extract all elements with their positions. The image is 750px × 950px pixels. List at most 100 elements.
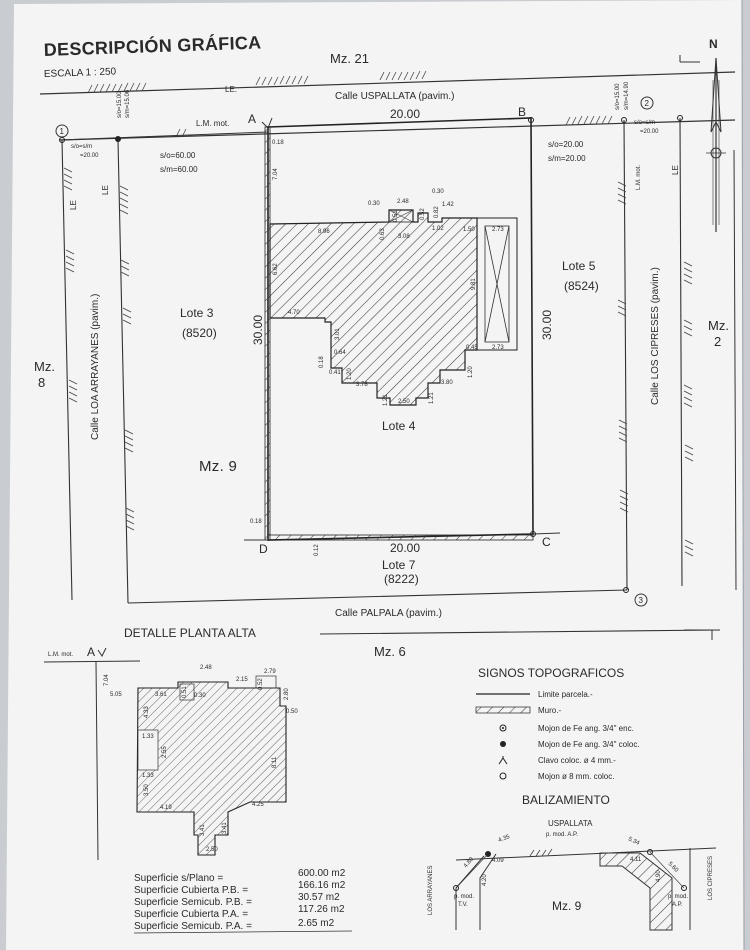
dim-063: 0.63 [380, 228, 386, 240]
surface-value-1: 166.16 m2 [298, 880, 346, 891]
le-right: LE [671, 165, 680, 175]
circled-number-2 [640, 96, 654, 110]
svg-text:0.30: 0.30 [194, 693, 206, 699]
tick-marks-right [617, 181, 694, 557]
paper [6, 0, 744, 950]
svg-text:1.33: 1.33 [142, 734, 154, 740]
dim-273a: 2.73 [492, 227, 504, 233]
dim-150: 1.50 [463, 227, 475, 233]
baliz-left-street: LOS ARRAYANES [428, 866, 434, 915]
vertex-c-label: C [542, 535, 551, 549]
edge-line-right [733, 149, 737, 591]
dim-030b: 0.30 [432, 189, 444, 195]
vertex-a-label: A [248, 112, 256, 126]
detail-upper-floor-footprint [136, 681, 287, 856]
lot7-name: Lote 7 [382, 558, 416, 572]
dim-121b: 1.21 [429, 392, 435, 404]
detail-lm-mot: L.M. mot. [48, 652, 73, 658]
entry-porch [388, 209, 414, 223]
lot7-id: (8222) [384, 572, 419, 586]
dim-bottom: 20.00 [390, 541, 420, 555]
dim-380: 3.80 [441, 380, 453, 386]
surface-value-0: 600.00 m2 [298, 868, 346, 879]
baliz-mz: Mz. 9 [552, 899, 582, 913]
baliz-pmod-ap-a: p. mod. [668, 894, 688, 900]
dim-378: 3.78 [356, 382, 368, 388]
svg-text:2.15: 2.15 [236, 677, 248, 683]
dim-045: 0.45 [466, 345, 478, 351]
svg-text:4.19: 4.19 [160, 805, 172, 811]
block-mz8-a: Mz. [34, 359, 55, 374]
legend-mojon-enc-icon [499, 724, 507, 732]
svg-text:0.50: 0.50 [286, 709, 298, 715]
baliz-street-top: USPALLATA [548, 819, 593, 828]
survey-marker-b [528, 117, 534, 123]
dim-981: 9.81 [471, 278, 477, 290]
balizamiento: BALIZAMIENTO USPALLATA p. mod. A.P. LOS … [428, 793, 717, 931]
street-los-cipreses: Calle LOS CIPRESES (pavim.) [650, 267, 661, 405]
surface-label-0: Superficie s/Plano = [134, 873, 223, 884]
legend-item-4: Clavo coloc. ø 4 mm.- [538, 756, 616, 765]
annot-left-sosm: s/o=s/m [71, 144, 92, 150]
legend-mojon-8mm-icon [499, 772, 507, 780]
svg-text:3.61: 3.61 [155, 692, 167, 698]
street-line-left-outer [61, 139, 73, 601]
annot-b-so: s/o=20.00 [548, 140, 584, 149]
lot4-name: Lote 4 [382, 419, 416, 433]
north-arrow-icon: N [679, 37, 726, 232]
dim-top: 20.00 [390, 107, 420, 121]
svg-text:5.34: 5.34 [627, 836, 641, 847]
dim-121a: 1.21 [383, 394, 389, 406]
surface-label-3: Superficie Cubierta P.A. = [134, 909, 248, 920]
annot-right-sosm: s/o=s/m [634, 120, 655, 126]
baliz-pmod-ap-top: p. mod. A.P. [546, 832, 578, 838]
annot-top-right-a: s/o=15.00 [615, 83, 621, 110]
circled-number-3 [634, 593, 648, 607]
annot-a-sm: s/m=60.00 [160, 165, 198, 174]
street-line-bottom-south [319, 629, 721, 635]
dim-308: 3.08 [398, 234, 410, 240]
legend-mojon-coloc-icon [500, 741, 506, 747]
baliz-pmod-tv-a: p. mod. [454, 894, 474, 900]
dim-248: 2.48 [397, 199, 409, 205]
svg-text:1.33: 1.33 [142, 773, 154, 779]
dim-064: 0.64 [334, 350, 346, 356]
dim-030a: 0.30 [368, 201, 380, 207]
svg-text:4.25: 4.25 [252, 802, 264, 808]
vertex-d-label: D [259, 542, 268, 556]
lot3-name: Lote 3 [180, 306, 214, 320]
svg-text:N: N [709, 37, 718, 51]
lot5-name: Lote 5 [562, 259, 596, 273]
dim-right: 30.00 [540, 310, 554, 340]
legend-title: SIGNOS TOPOGRAFICOS [478, 666, 624, 680]
dim-051: 0.51 [393, 210, 399, 222]
wall-left [264, 126, 271, 541]
detail-clavo-icon [97, 647, 107, 657]
baliz-title: BALIZAMIENTO [522, 793, 610, 807]
dim-896: 8.96 [318, 229, 330, 235]
detail-lm-line [43, 660, 141, 663]
dim-470: 4.70 [288, 310, 300, 316]
dim-082: 0.82 [434, 206, 440, 218]
svg-text:3: 3 [639, 596, 644, 605]
street-line-bottom-north [127, 589, 628, 604]
dim-102: 1.02 [432, 226, 444, 232]
lot5-id: (8524) [564, 279, 599, 293]
dim-018-bot: 0.18 [250, 519, 262, 525]
lot-extension-right [532, 532, 561, 535]
annot-top-left-a: s/o=15.00 [117, 91, 123, 118]
svg-text:2.55: 2.55 [162, 746, 168, 758]
legend-item-5: Mojon ø 8 mm. coloc. [538, 772, 614, 781]
legend-wall-icon [475, 706, 531, 714]
detail-title: DETALLE PLANTA ALTA [124, 626, 256, 640]
svg-text:7.04: 7.04 [104, 674, 110, 686]
dim-041: 0.41 [329, 370, 341, 376]
surface-label-4: Superficie Semicub. P.A. = [134, 921, 252, 932]
svg-text:2.50: 2.50 [206, 847, 218, 853]
block-mz2-a: Mz. [708, 318, 729, 333]
block-mz2-b: 2 [714, 334, 721, 349]
survey-marker-c [530, 531, 536, 537]
tick-marks-top [87, 70, 613, 138]
tick-marks-left [63, 167, 135, 531]
